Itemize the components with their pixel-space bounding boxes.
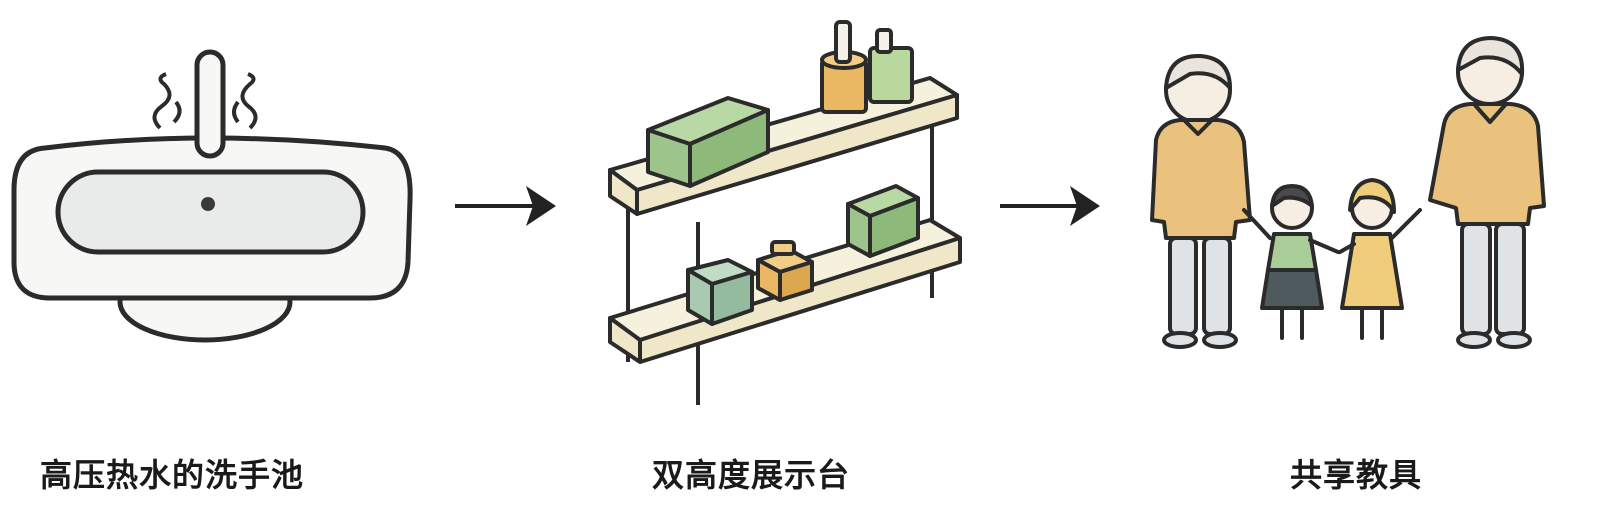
adult-right xyxy=(1428,36,1546,349)
child-left xyxy=(1260,184,1340,340)
step-label-family: 共享教具 xyxy=(1290,456,1423,494)
child-right xyxy=(1338,178,1422,340)
arrow-right-icon xyxy=(1000,186,1100,226)
step-label-shelf: 双高度展示台 xyxy=(652,456,851,494)
adult-left xyxy=(1150,53,1272,349)
arrow-right-icon xyxy=(455,186,556,226)
shelf-icon xyxy=(608,20,962,405)
family-icon xyxy=(1150,36,1546,349)
step-label-sink: 高压热水的洗手池 xyxy=(40,456,305,494)
sink-icon xyxy=(11,49,413,343)
